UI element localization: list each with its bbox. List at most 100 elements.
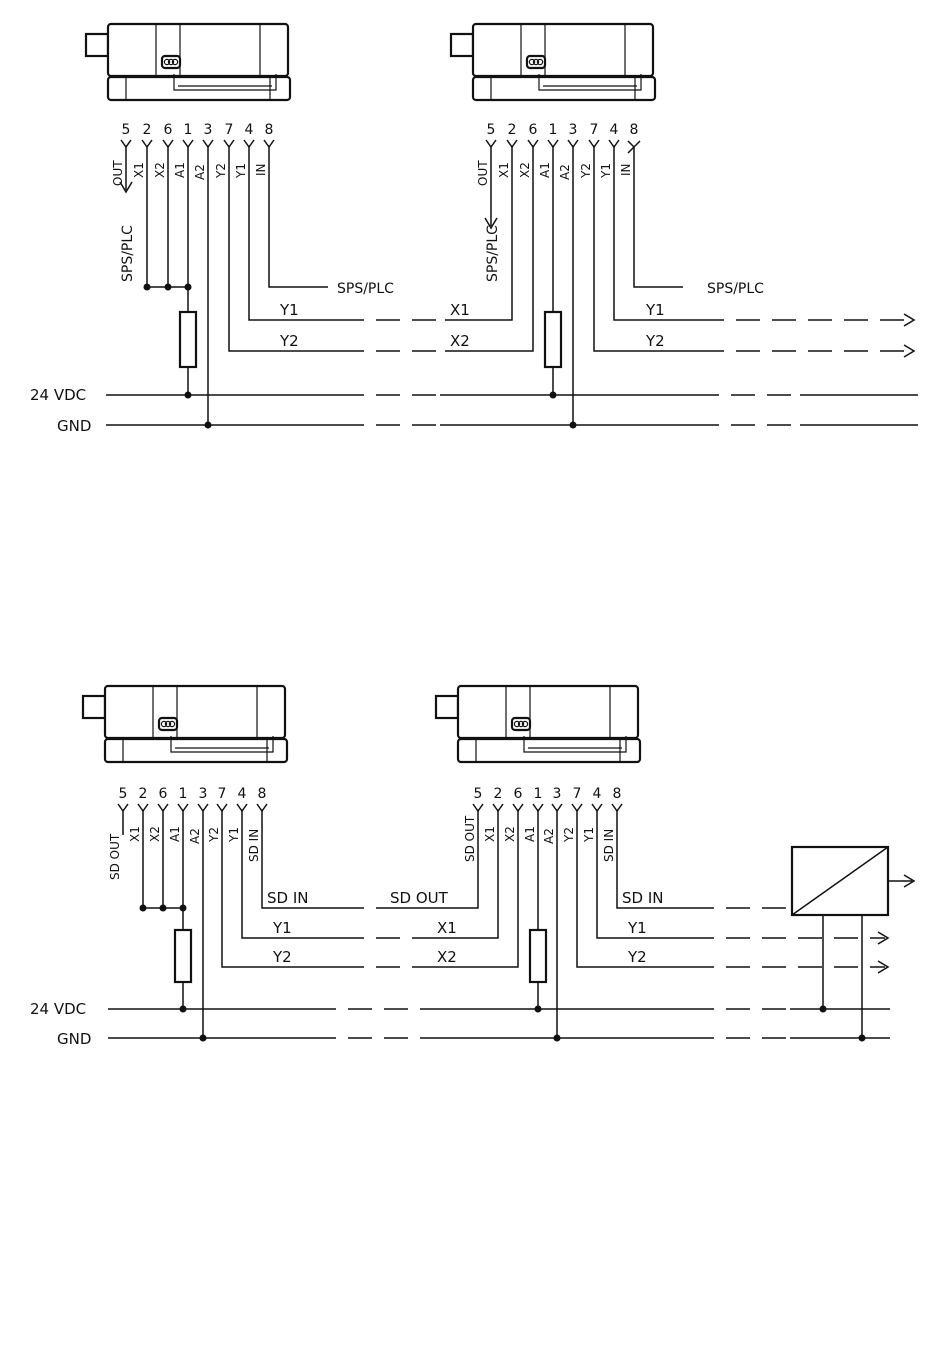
pin-number: 3 (199, 786, 208, 802)
fuse (175, 930, 191, 982)
pin-number: 6 (514, 786, 523, 802)
y1-label: Y1 (272, 919, 292, 937)
pin-number: 8 (630, 122, 639, 138)
signal-label: OUT (476, 160, 490, 186)
signal-label: Y2 (579, 163, 593, 179)
y2-label: Y2 (272, 948, 292, 966)
top-sensor-1-device (86, 24, 290, 100)
pin-number: 1 (184, 122, 193, 138)
pin-number: 8 (258, 786, 267, 802)
side-label: SPS/PLC (120, 225, 136, 282)
bottom-sensor-1-device (83, 686, 287, 762)
pin-number: 3 (553, 786, 562, 802)
top-sensor-2-device (451, 24, 655, 100)
pin-number: 2 (494, 786, 503, 802)
arrow-right-icon (904, 345, 914, 357)
pin-number: 2 (143, 122, 152, 138)
side-label: SPS/PLC (485, 225, 501, 282)
signal-label: Y1 (599, 163, 613, 179)
signal-label: A1 (538, 162, 552, 178)
top-diagram: 5 2 6 1 3 7 4 8 OUT X1 X2 A1 A2 Y2 Y1 IN… (30, 24, 918, 435)
pin-number: 2 (508, 122, 517, 138)
pin-number: 7 (573, 786, 582, 802)
pin-number: 1 (179, 786, 188, 802)
top-sensor-2-wiring: X1 X2 SPS/PLC Y1 Y2 (445, 147, 914, 429)
fuse (530, 930, 546, 982)
bottom-sensor-2-terminals: 5 2 6 1 3 7 4 8 SD OUT X1 X2 A1 A2 Y2 Y1… (463, 786, 622, 862)
signal-label: X2 (503, 826, 517, 842)
pin-number: 2 (139, 786, 148, 802)
y2-label: Y2 (627, 948, 647, 966)
signal-label: SD OUT (108, 833, 122, 880)
top-sensor-2-terminals: 5 2 6 1 3 7 4 8 OUT X1 X2 A1 A2 Y2 Y1 IN… (476, 122, 640, 282)
sd-out-label: SD OUT (390, 889, 449, 907)
pin-number: 7 (590, 122, 599, 138)
pin-number: 3 (569, 122, 578, 138)
supply-label: 24 VDC (30, 386, 86, 404)
top-power-rails: 24 VDC GND (30, 386, 918, 435)
pin-number: 6 (159, 786, 168, 802)
signal-label: A2 (188, 828, 202, 844)
pin-number: 8 (265, 122, 274, 138)
x1-label: X1 (437, 919, 457, 937)
x1-label: X1 (450, 301, 470, 319)
pin-number: 7 (218, 786, 227, 802)
bottom-power-rails: 24 VDC GND (30, 1000, 890, 1048)
pin-number: 6 (164, 122, 173, 138)
x2-label: X2 (437, 948, 457, 966)
y2-label: Y2 (645, 332, 665, 350)
signal-label: A1 (168, 826, 182, 842)
sd-in-label: SD IN (622, 889, 663, 907)
pin-number: 4 (610, 122, 619, 138)
gnd-label: GND (57, 1030, 91, 1048)
pin-number: 5 (487, 122, 496, 138)
signal-label: Y2 (214, 163, 228, 179)
evaluation-unit (792, 847, 914, 1042)
signal-label: X2 (148, 826, 162, 842)
pin-number: 1 (549, 122, 558, 138)
signal-label: A1 (523, 826, 537, 842)
bottom-sensor-1-wiring: SD IN Y1 Y2 (123, 811, 432, 1042)
bottom-sensor-2-wiring: SD OUT X1 X2 SD IN Y1 Y2 (385, 811, 888, 1042)
pin-number: 8 (613, 786, 622, 802)
bottom-sensor-2-device (436, 686, 640, 762)
signal-label: Y1 (227, 827, 241, 843)
in-wire (634, 147, 683, 287)
signal-label: X2 (153, 162, 167, 178)
pin-number: 7 (225, 122, 234, 138)
fuse (180, 312, 196, 367)
y1-label: Y1 (279, 301, 299, 319)
top-sensor-1-wiring: SPS/PLC Y1 Y2 (120, 147, 440, 429)
signal-label: X1 (483, 826, 497, 842)
signal-label: Y1 (234, 163, 248, 179)
arrow-right-icon (904, 314, 914, 326)
signal-label: IN (254, 163, 268, 176)
pin-number: 1 (534, 786, 543, 802)
terminal-forks (473, 804, 622, 811)
signal-label: A2 (558, 164, 572, 180)
signal-label: SD IN (602, 829, 616, 862)
signal-label: Y2 (207, 827, 221, 843)
supply-label: 24 VDC (30, 1000, 86, 1018)
signal-label: SD OUT (463, 815, 477, 862)
sd-in-label: SD IN (267, 889, 308, 907)
signal-label: X1 (128, 826, 142, 842)
y1-label: Y1 (645, 301, 665, 319)
pin-number: 6 (529, 122, 538, 138)
signal-label: A2 (193, 164, 207, 180)
signal-label: Y2 (562, 827, 576, 843)
in-label: SPS/PLC (707, 281, 764, 297)
signal-label: X2 (518, 162, 532, 178)
in-label: SPS/PLC (337, 281, 394, 297)
signal-label: A1 (173, 162, 187, 178)
pin-number: 3 (204, 122, 213, 138)
signal-label: X1 (132, 162, 146, 178)
signal-label: A2 (542, 828, 556, 844)
pin-number: 5 (474, 786, 483, 802)
x2-label: X2 (450, 332, 470, 350)
fuse (545, 312, 561, 367)
bottom-sensor-1-terminals: 5 2 6 1 3 7 4 8 SD OUT X1 X2 A1 A2 Y2 Y1… (108, 786, 267, 880)
pin-number: 4 (593, 786, 602, 802)
y2-label: Y2 (279, 332, 299, 350)
